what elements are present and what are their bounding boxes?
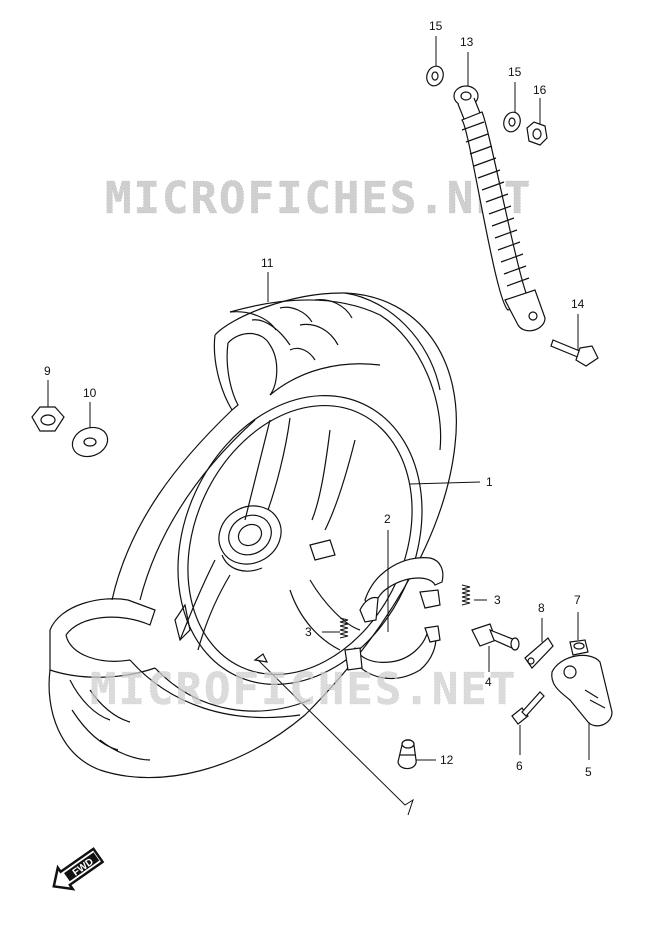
watermark-text-top: MICROFICHES.NET [105, 173, 532, 224]
callout-7: 7 [574, 593, 581, 607]
washer-10 [71, 426, 109, 458]
rear-shock-absorber [453, 85, 546, 332]
axle-nut-9 [31, 406, 65, 432]
callout-numbers: 1 2 3 3 4 5 6 7 8 9 10 11 12 13 14 15 15… [44, 19, 592, 779]
callout-14: 14 [571, 297, 585, 311]
callout-3-left: 3 [305, 625, 312, 639]
callout-15-top: 15 [429, 19, 443, 33]
callout-3-right: 3 [494, 593, 501, 607]
watermark-bottom: MICROFICHES.NET [90, 664, 517, 716]
callout-6: 6 [516, 759, 523, 773]
wheel-rim [174, 395, 423, 685]
callout-1: 1 [486, 475, 493, 489]
washer-15-right [503, 111, 521, 133]
wear-indicator-plate [524, 637, 554, 669]
brake-cam-lever [551, 654, 613, 727]
callout-5: 5 [585, 765, 592, 779]
callout-9: 9 [44, 364, 51, 378]
rear-tire-and-wheel [48, 292, 457, 779]
nut-7 [569, 639, 589, 656]
brake-springs [339, 584, 471, 639]
brake-shoes [344, 557, 444, 679]
callout-12: 12 [440, 753, 454, 767]
callout-11: 11 [261, 256, 274, 270]
callout-13: 13 [460, 35, 474, 49]
callout-15-right: 15 [508, 65, 522, 79]
callout-8: 8 [538, 601, 545, 615]
callout-2: 2 [384, 512, 391, 526]
callout-leaders [47, 36, 590, 816]
nut-16 [526, 121, 548, 146]
callout-10: 10 [83, 386, 97, 400]
bolt-6 [511, 691, 545, 725]
shock-bolt-14 [550, 339, 599, 367]
brake-cam-shaft [471, 623, 520, 651]
washer-15-top [426, 65, 444, 87]
tire-valve [397, 739, 417, 770]
watermark-text-bottom: MICROFICHES.NET [90, 664, 517, 715]
watermark-top: MICROFICHES.NET [105, 173, 532, 225]
forward-arrow-icon: FWD [52, 847, 105, 891]
callout-16: 16 [533, 83, 547, 97]
callout-4: 4 [485, 675, 492, 689]
